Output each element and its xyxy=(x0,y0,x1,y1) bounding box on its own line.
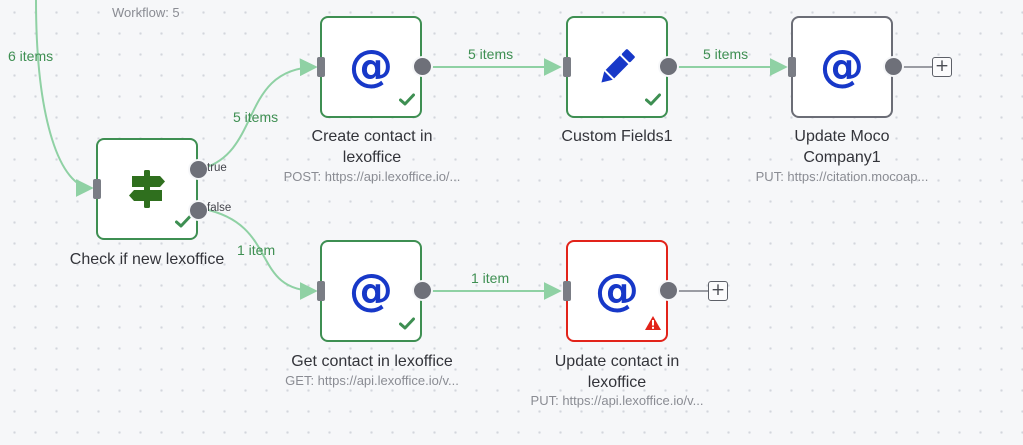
node-check-if-new-lexoffice[interactable] xyxy=(93,138,209,240)
success-check-icon xyxy=(399,317,415,335)
input-handle[interactable] xyxy=(563,281,571,301)
output-handle-true[interactable] xyxy=(188,159,209,180)
output-handle[interactable] xyxy=(658,56,679,77)
add-node-button[interactable]: + xyxy=(932,57,952,77)
workflow-partial-title: Workflow: 5 xyxy=(112,5,180,20)
node-title-get-contact: Get contact in lexoffice xyxy=(291,353,453,370)
edge-incoming[interactable] xyxy=(35,0,94,197)
node-title-check-if-new-lexoffice: Check if new lexoffice xyxy=(69,251,225,268)
node-update-moco-company1[interactable]: @ xyxy=(788,16,904,118)
edge-check-false[interactable] xyxy=(203,208,318,300)
input-handle[interactable] xyxy=(563,57,571,77)
node-subtitle-create-contact: POST: https://api.lexoffice.io/... xyxy=(283,169,461,184)
signpost-icon xyxy=(126,168,168,210)
output-handle[interactable] xyxy=(658,280,679,301)
edge-label-create-to-custom: 5 items xyxy=(468,46,514,62)
at-sign-icon: @ xyxy=(349,265,393,316)
add-node-button[interactable]: + xyxy=(708,281,728,301)
success-check-icon xyxy=(645,93,661,111)
edge-label-get-to-update: 1 item xyxy=(471,270,510,286)
node-subtitle-update-contact: PUT: https://api.lexoffice.io/v... xyxy=(530,393,704,408)
at-sign-icon: @ xyxy=(349,41,393,92)
node-subtitle-update-moco: PUT: https://citation.mocoap... xyxy=(755,169,929,184)
edge-label-custom-to-update-moco: 5 items xyxy=(703,46,749,62)
edge-label-incoming: 6 items xyxy=(8,48,54,64)
edge-check-true[interactable] xyxy=(203,58,318,169)
pencil-icon xyxy=(595,45,639,89)
node-subtitle-get-contact: GET: https://api.lexoffice.io/v... xyxy=(285,373,459,388)
node-create-contact-in-lexoffice[interactable]: @ xyxy=(317,16,433,118)
input-handle[interactable] xyxy=(788,57,796,77)
success-check-icon xyxy=(399,93,415,111)
output-handle[interactable] xyxy=(412,56,433,77)
input-handle[interactable] xyxy=(317,281,325,301)
at-sign-icon: @ xyxy=(820,41,864,92)
node-get-contact-in-lexoffice[interactable]: @ xyxy=(317,240,433,342)
output-handle-false[interactable] xyxy=(188,200,209,221)
node-title-custom-fields1: Custom Fields1 xyxy=(561,128,673,145)
edge-label-check-false: 1 item xyxy=(237,242,276,258)
output-handle[interactable] xyxy=(883,56,904,77)
output-label-true: true xyxy=(207,162,227,174)
success-check-icon xyxy=(175,215,191,233)
input-handle[interactable] xyxy=(93,179,101,199)
warning-triangle-icon xyxy=(644,315,662,336)
node-update-contact-in-lexoffice[interactable]: @ xyxy=(563,240,679,342)
output-label-false: false xyxy=(207,202,232,214)
edge-label-check-true: 5 items xyxy=(233,109,279,125)
node-custom-fields1[interactable] xyxy=(563,16,679,118)
input-handle[interactable] xyxy=(317,57,325,77)
output-handle[interactable] xyxy=(412,280,433,301)
at-sign-icon: @ xyxy=(595,265,639,316)
